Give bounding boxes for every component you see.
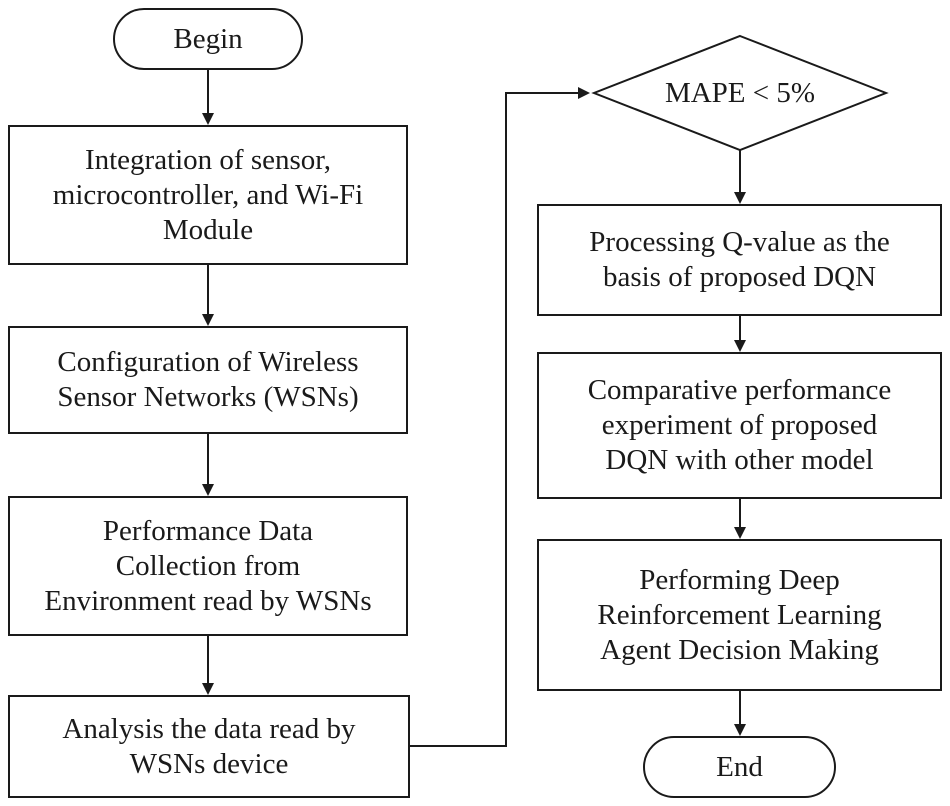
step-comparative-experiment: Comparative performance experiment of pr… [537,352,942,499]
step-performance-data-line-3: Environment read by WSNs [44,584,372,617]
begin-terminal: Begin [113,8,303,70]
begin-label: Begin [173,22,243,55]
step-performing-drl: Performing Deep Reinforcement Learning A… [537,539,942,691]
step-performing-line-2: Reinforcement Learning [597,598,882,631]
step-performance-data: Performance Data Collection from Environ… [8,496,408,636]
step-performing-line-3: Agent Decision Making [600,633,879,666]
step-comparative-line-3: DQN with other model [605,444,874,476]
step-analysis-line-1: Analysis the data read by [62,712,356,745]
step-performance-data-line-2: Collection from [115,549,301,582]
step-performance-data-line-1: Performance Data [102,514,314,547]
decision-label: MAPE < 5% [664,76,816,109]
step-processing-line-1: Processing Q-value as the [589,226,890,258]
step-analysis: Analysis the data read by WSNs device [8,695,410,798]
end-label: End [716,750,763,783]
step-configuration-line-2: Sensor Networks (WSNs) [57,381,359,413]
step-comparative-line-1: Comparative performance [587,374,892,406]
step-analysis-line-2: WSNs device [129,747,289,780]
step-processing-line-2: basis of proposed DQN [602,261,877,293]
step-performing-line-1: Performing Deep [639,563,840,596]
step-integration: Integration of sensor, microcontroller, … [8,125,408,265]
end-terminal: End [643,736,836,798]
arrow-analysis-to-decision [410,87,590,747]
step-configuration: Configuration of Wireless Sensor Network… [8,326,408,434]
step-processing-q-value: Processing Q-value as the basis of propo… [537,204,942,316]
step-comparative-line-2: experiment of proposed [601,409,878,441]
step-configuration-line-1: Configuration of Wireless [57,346,359,378]
step-integration-line-3: Module [162,213,254,246]
step-integration-line-1: Integration of sensor, [84,143,332,176]
step-integration-line-2: microcontroller, and Wi-Fi [52,178,364,211]
